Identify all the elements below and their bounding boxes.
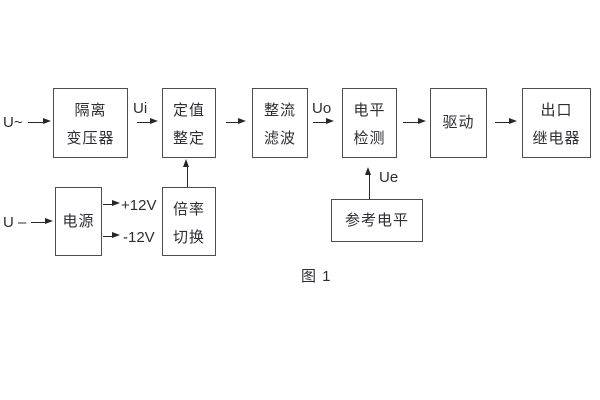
block-label-line: 电平 xyxy=(353,102,386,119)
block-label-line: 滤波 xyxy=(263,130,296,147)
plus12v-arrow xyxy=(103,200,120,207)
ue-arrow xyxy=(365,167,372,199)
detector-to-driver-arrow xyxy=(403,118,426,125)
minus12v-label: -12V xyxy=(123,229,155,246)
block-output-relay: 出口 继电器 xyxy=(522,88,591,158)
dc-input-arrow xyxy=(31,218,53,225)
block-rectifier-filter: 整流 滤波 xyxy=(252,88,308,158)
block-label-line: 切换 xyxy=(172,228,205,246)
setting-to-rectifier-arrow xyxy=(226,118,246,125)
block-label-line: 驱动 xyxy=(442,114,475,131)
signal-uo-label: Uo xyxy=(312,100,332,117)
block-label-line: 检测 xyxy=(353,130,386,147)
block-ratio-switch: 倍率 切换 xyxy=(162,187,216,256)
block-label-line: 倍率 xyxy=(172,200,205,218)
block-label-line: 定值 xyxy=(172,102,205,119)
block-label-line: 电源 xyxy=(62,212,95,230)
block-label-line: 隔离 xyxy=(74,102,107,119)
ac-input-label: U~ xyxy=(3,114,23,131)
figure-caption: 图 1 xyxy=(301,268,332,285)
driver-to-relay-arrow xyxy=(495,118,517,125)
block-setting-adjust: 定值 整定 xyxy=(162,88,216,158)
block-label-line: 参考电平 xyxy=(344,211,409,229)
signal-ue-label: Ue xyxy=(379,169,399,186)
block-power-supply: 电源 xyxy=(55,187,102,256)
plus12v-label: +12V xyxy=(121,197,157,214)
block-label-line: 出口 xyxy=(540,102,573,119)
block-isolation-transformer: 隔离 变压器 xyxy=(53,88,128,158)
block-label-line: 继电器 xyxy=(532,130,581,147)
block-level-detector: 电平 检测 xyxy=(342,88,397,158)
minus12v-arrow xyxy=(103,232,120,239)
signal-ui-label: Ui xyxy=(133,100,148,117)
ratio-to-setting-arrow xyxy=(183,159,190,187)
block-driver: 驱动 xyxy=(430,88,487,158)
block-label-line: 变压器 xyxy=(66,130,115,147)
block-label-line: 整流 xyxy=(263,102,296,119)
block-label-line: 整定 xyxy=(172,130,205,147)
dc-input-label: U – xyxy=(3,214,27,231)
block-reference-level: 参考电平 xyxy=(331,199,423,242)
ac-input-arrow xyxy=(28,118,51,125)
signal-ui-arrow xyxy=(137,118,158,125)
signal-uo-arrow xyxy=(313,118,334,125)
